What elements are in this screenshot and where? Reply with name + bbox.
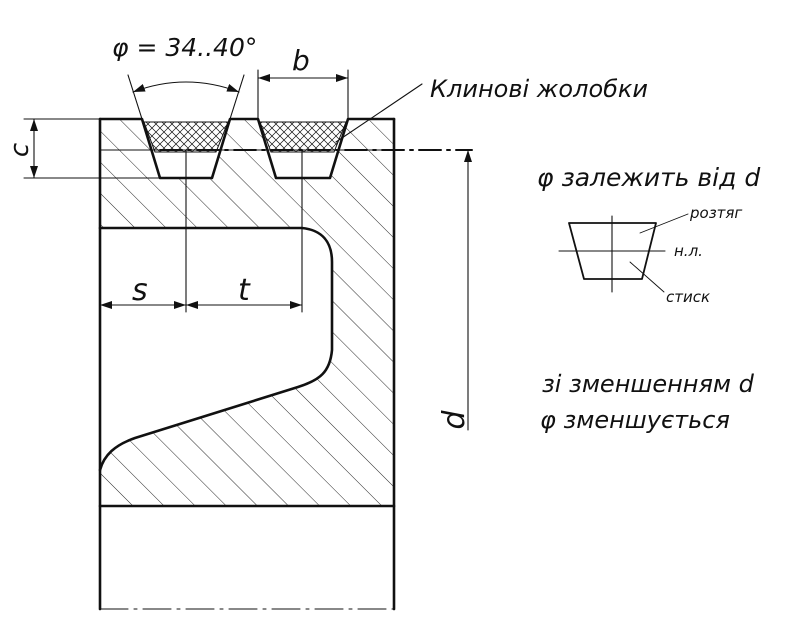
hatched-section (100, 119, 394, 506)
b-label: b (292, 44, 310, 77)
note-line-2: φ зменшується (540, 406, 730, 434)
s-label: s (132, 273, 148, 308)
compression-label: стиск (666, 288, 710, 306)
note-line-1: зі зменшенням d (542, 370, 755, 398)
belt-section-sketch (558, 213, 689, 293)
phi-depends-note: φ залежить від d (537, 163, 760, 192)
v-belt-2 (259, 121, 347, 153)
v-belt-1 (143, 121, 229, 153)
neutral-line-label: н.л. (674, 242, 703, 260)
t-label: t (238, 273, 251, 308)
b-dimension (257, 69, 349, 120)
c-dimension (23, 118, 161, 179)
tension-label: розтяг (689, 204, 742, 222)
d-label: d (437, 410, 472, 430)
phi-angle-label: φ = 34..40° (112, 33, 257, 62)
c-label: c (5, 143, 35, 157)
grooves-leader (335, 83, 423, 143)
angle-dimension (127, 74, 245, 120)
grooves-label: Клинові жолобки (430, 75, 648, 103)
s-t-dimensions (99, 149, 303, 313)
